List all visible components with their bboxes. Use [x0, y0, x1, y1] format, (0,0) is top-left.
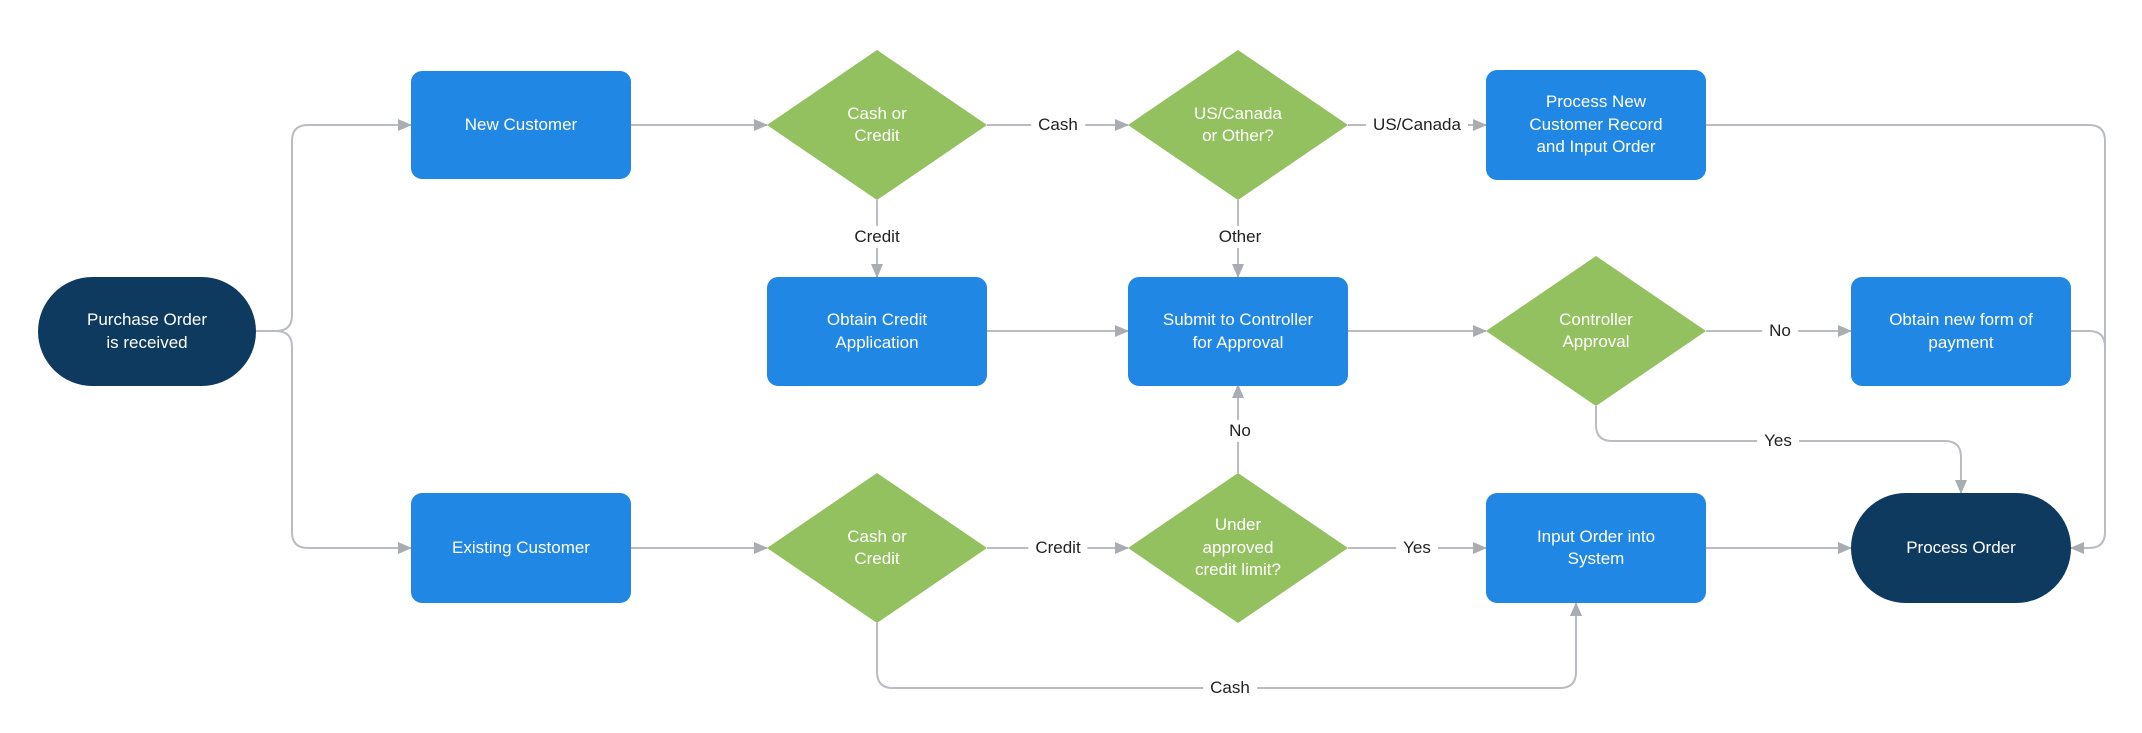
node-new-customer[interactable]: New Customer: [411, 71, 631, 179]
edge-label-credit-top[interactable]: Credit: [847, 225, 907, 249]
node-label: Controller Approval: [1559, 309, 1633, 351]
edge-start-to-existing-customer: [255, 330, 412, 554]
node-input-order-into-system[interactable]: Input Order into System: [1486, 493, 1706, 603]
node-process-order[interactable]: Process Order: [1851, 493, 2071, 603]
node-label: Process New Customer Record and Input Or…: [1529, 92, 1663, 157]
node-obtain-credit-application[interactable]: Obtain Credit Application: [767, 277, 987, 386]
edge-label-other[interactable]: Other: [1211, 225, 1269, 249]
edge-label-cash-bottom[interactable]: Cash: [1203, 676, 1257, 700]
node-label: Existing Customer: [452, 537, 590, 557]
node-label: Cash or Credit: [847, 526, 907, 568]
node-label: US/Canada or Other?: [1194, 103, 1282, 145]
node-label: Cash or Credit: [847, 103, 907, 145]
edge-cash-or-credit-cash-to-input-order: [876, 602, 1582, 689]
edge-label-no-limit[interactable]: No: [1222, 419, 1258, 443]
node-existing-customer[interactable]: Existing Customer: [411, 493, 631, 603]
node-start-purchase-order[interactable]: Purchase Order is received: [38, 277, 256, 386]
node-label: Purchase Order is received: [87, 310, 207, 352]
edge-label-credit-bottom[interactable]: Credit: [1028, 536, 1088, 560]
node-label: Under approved credit limit?: [1195, 515, 1281, 580]
node-obtain-new-form-of-payment[interactable]: Obtain new form of payment: [1851, 277, 2071, 386]
edge-label-us-canada[interactable]: US/Canada: [1366, 113, 1468, 137]
node-label: New Customer: [464, 114, 578, 134]
edge-process-new-customer-to-process-order: [1706, 124, 2106, 554]
node-submit-to-controller[interactable]: Submit to Controller for Approval: [1128, 277, 1348, 386]
edge-label-yes-limit[interactable]: Yes: [1396, 536, 1438, 560]
node-label: Obtain new form of payment: [1889, 310, 2033, 352]
node-label: Process Order: [1906, 537, 2016, 557]
edge-label-cash-top[interactable]: Cash: [1031, 113, 1085, 137]
node-label: Input Order into System: [1536, 526, 1656, 568]
edge-label-no-controller[interactable]: No: [1762, 319, 1798, 343]
node-label: Submit to Controller for Approval: [1162, 310, 1314, 352]
edge-start-to-new-customer: [255, 119, 412, 332]
edge-label-yes-controller[interactable]: Yes: [1757, 429, 1799, 453]
edge-obtain-new-form-to-right-rail: [2071, 330, 2106, 450]
node-label: Obtain Credit Application: [826, 310, 928, 352]
node-process-new-customer-record[interactable]: Process New Customer Record and Input Or…: [1486, 70, 1706, 180]
